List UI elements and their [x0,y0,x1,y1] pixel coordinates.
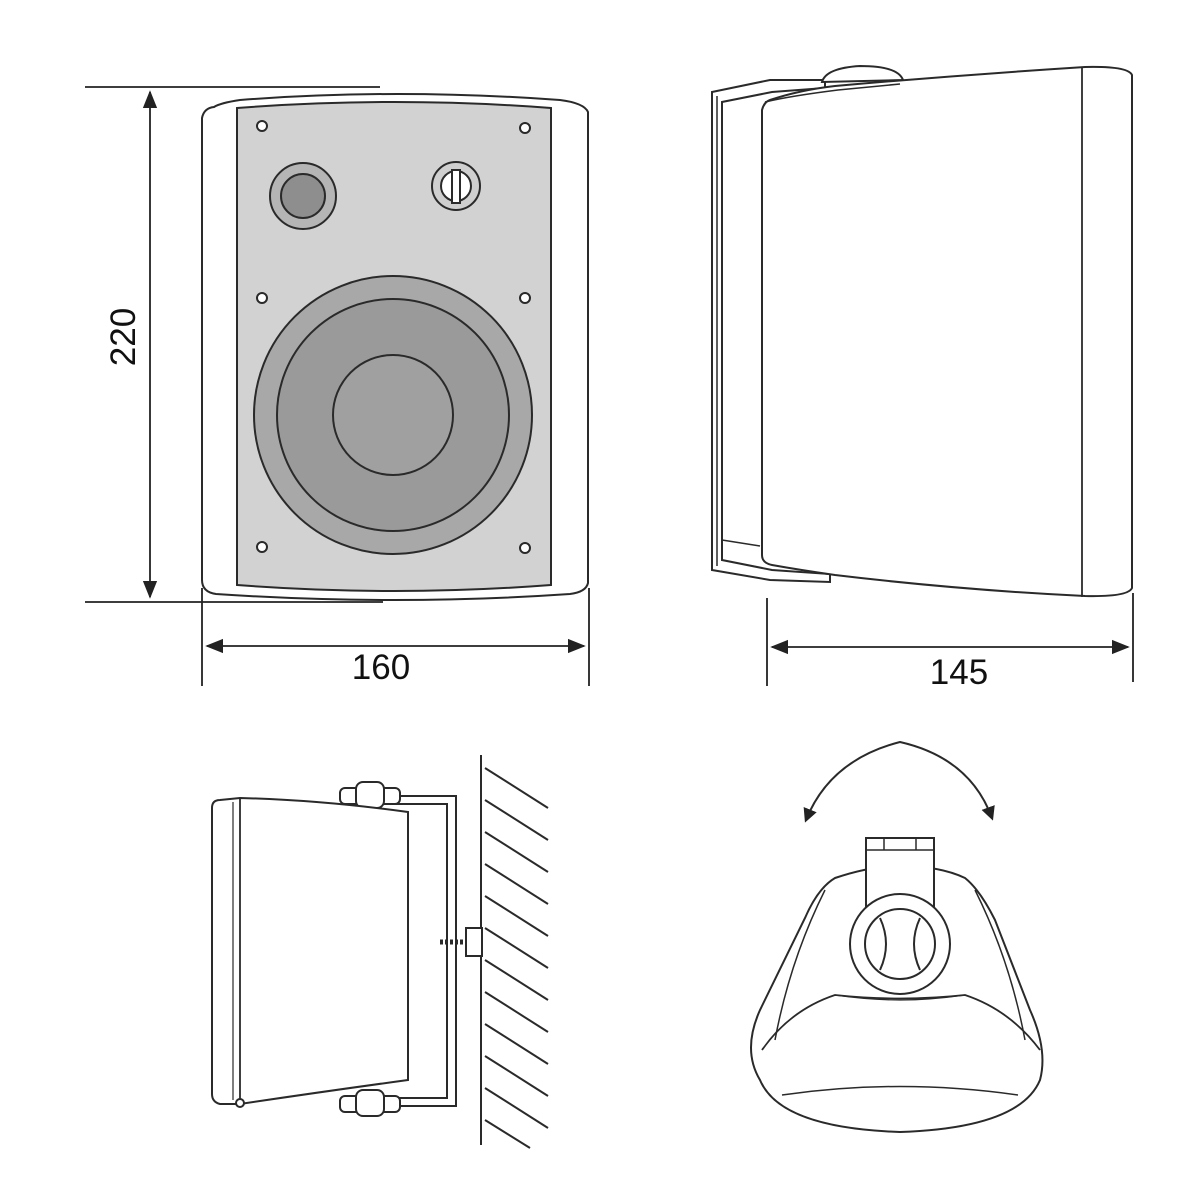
height-dimension [85,86,383,603]
tweeter [269,162,337,230]
front-view [201,93,589,601]
width-dimension [201,588,590,686]
height-label: 220 [104,308,143,366]
wall-mount-view [211,755,549,1149]
screw-icon [256,541,268,553]
screw-icon [519,122,531,134]
bracket-knob-icon [820,64,905,84]
screw-icon [519,542,531,554]
level-knob-icon [431,161,481,211]
side-view [711,64,1133,598]
depth-label: 145 [930,653,988,692]
mounted-speaker-body [211,796,409,1105]
bottom-rotation-view [750,740,1044,1134]
wall-hatching [484,767,549,1149]
screw-icon [519,292,531,304]
screw-icon [256,120,268,132]
side-cabinet [761,65,1133,598]
screw-icon [256,292,268,304]
wall-screw-icon [440,927,483,957]
depth-dimension [766,593,1134,686]
woofer [253,275,533,555]
rotation-arrow-icon [803,740,995,823]
width-label: 160 [352,648,410,687]
